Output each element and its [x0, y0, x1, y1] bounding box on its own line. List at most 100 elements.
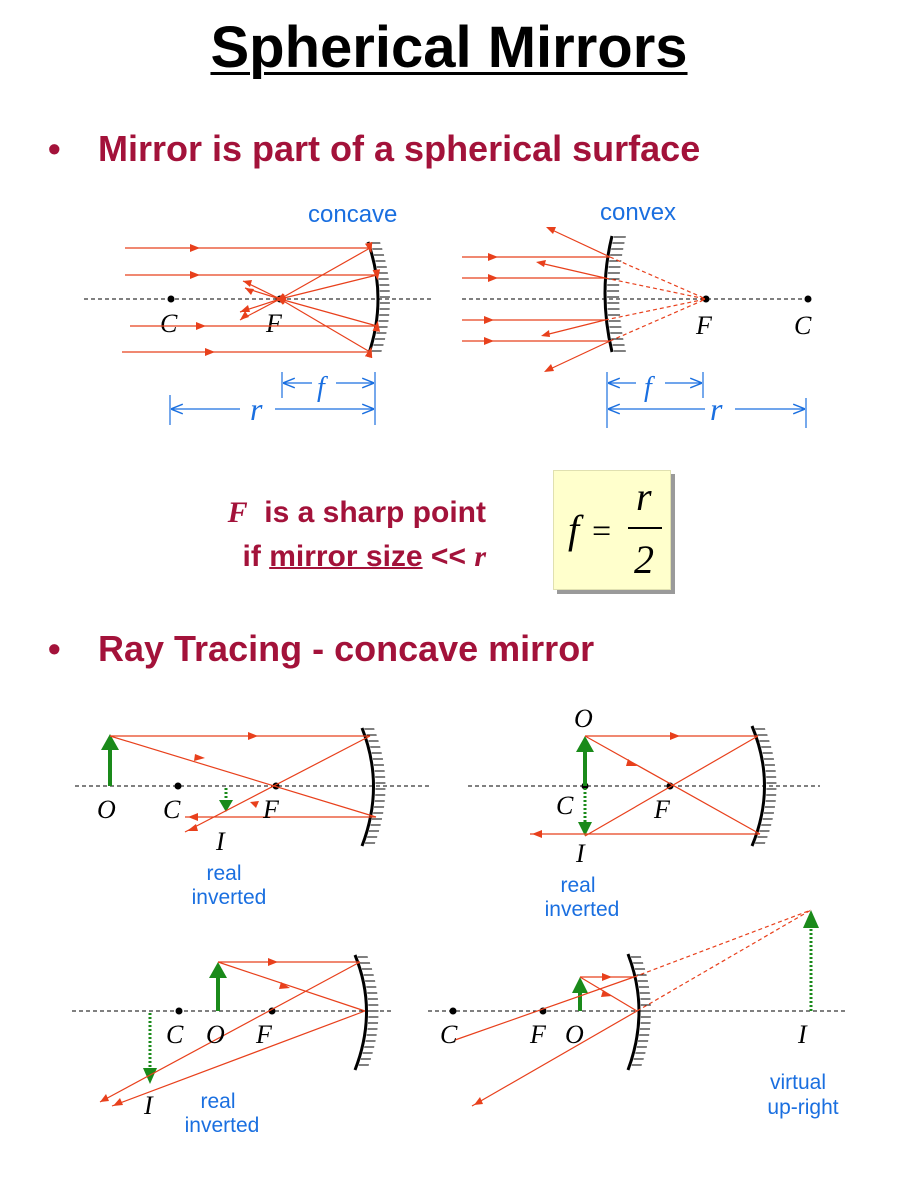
label-F: F	[653, 795, 671, 824]
label-C: C	[163, 795, 181, 824]
dim-r-label: r	[250, 391, 263, 427]
concave-mirror	[626, 953, 641, 1071]
formula-box	[553, 470, 671, 590]
bullet-text: Ray Tracing - concave mirror	[98, 628, 595, 669]
ray-arrowheads	[474, 973, 612, 1105]
caption-line2: inverted	[192, 886, 267, 909]
caption-line2: inverted	[185, 1114, 260, 1137]
note-r-label: r	[474, 540, 486, 573]
convex-label: convex	[600, 199, 676, 226]
ray-arrowheads	[190, 244, 254, 356]
label-C: C	[794, 311, 812, 340]
note-mirror-size: mirror size	[269, 540, 423, 573]
bullet-ray-tracing: • Ray Tracing - concave mirror	[48, 628, 594, 670]
formula-equals: =	[592, 513, 611, 550]
ray-diagram-object-at-C: O C F I real inverted	[468, 704, 820, 921]
page-title: Spherical Mirrors	[210, 15, 688, 80]
mirror-hatching	[357, 955, 379, 1070]
formula-denominator: 2	[634, 537, 654, 582]
image-arrowhead	[803, 910, 819, 928]
note-line1-text: is a sharp point	[264, 496, 486, 529]
caption-line2: up-right	[767, 1096, 838, 1119]
caption-line1: virtual	[770, 1071, 826, 1094]
image-arrowhead	[143, 1068, 157, 1084]
rays	[109, 735, 377, 833]
dimension-lines	[606, 372, 807, 428]
ray-diagram-object-inside-F: C F O I virtual up-right	[428, 909, 845, 1119]
virtual-rays	[604, 256, 707, 342]
label-C: C	[160, 309, 178, 338]
bullet-marker: •	[48, 628, 61, 669]
focal-point	[268, 1007, 276, 1015]
label-I: I	[143, 1091, 154, 1120]
label-F: F	[255, 1020, 273, 1049]
center-point	[175, 1007, 183, 1015]
label-F: F	[265, 309, 283, 338]
focal-point	[702, 295, 710, 303]
sharp-point-note-line2: if mirror size << r	[243, 540, 486, 574]
concave-label: concave	[308, 201, 397, 228]
label-F: F	[529, 1020, 547, 1049]
note-line2-mid: <<	[422, 540, 475, 573]
label-I: I	[797, 1020, 808, 1049]
object-arrowhead	[576, 736, 594, 752]
virtual-rays	[633, 909, 812, 1012]
caption-line1: real	[560, 874, 595, 897]
mirror-hatching	[607, 236, 626, 352]
caption-line1: real	[206, 862, 241, 885]
formula-numerator: r	[636, 474, 652, 519]
image-arrowhead	[578, 822, 592, 836]
caption-line1: real	[200, 1090, 235, 1113]
label-O: O	[574, 704, 593, 733]
ray-arrowheads	[187, 732, 259, 831]
object-arrowhead	[572, 977, 588, 993]
bullet-marker: •	[48, 128, 61, 169]
concave-mirror-diagram: concave C F f r	[84, 201, 432, 427]
concave-mirror	[360, 727, 375, 847]
convex-mirror-diagram: convex F C	[462, 199, 812, 428]
label-I: I	[575, 839, 586, 868]
convex-mirror	[603, 235, 614, 353]
mirror-hatching	[754, 726, 777, 846]
rays	[99, 961, 366, 1107]
label-O: O	[565, 1020, 584, 1049]
object-arrowhead	[209, 962, 227, 978]
sharp-point-note-line1: F is a sharp point	[228, 496, 486, 530]
center-point	[174, 782, 182, 790]
ray-arrowheads	[532, 732, 680, 838]
ray-arrowheads	[100, 958, 290, 1106]
note-line2-prefix: if	[242, 540, 270, 573]
center-point	[167, 295, 175, 303]
dimension-lines	[169, 372, 376, 425]
label-C: C	[556, 791, 574, 820]
center-point	[804, 295, 812, 303]
label-C: C	[440, 1020, 458, 1049]
dim-r-label: r	[710, 391, 723, 427]
mirror-hatching	[630, 954, 651, 1070]
label-I: I	[215, 827, 226, 856]
rays	[454, 976, 638, 1107]
label-F: F	[262, 795, 280, 824]
formula-f-equals-r-over-2: f = r 2	[568, 474, 662, 582]
bullet-text: Mirror is part of a spherical surface	[98, 128, 701, 169]
label-F: F	[695, 311, 713, 340]
image-arrowhead	[219, 800, 233, 812]
label-O: O	[97, 795, 116, 824]
ray-arrowheads	[484, 227, 556, 372]
ray-diagram-object-beyond-C: O C F I real inverted	[75, 727, 432, 909]
concave-mirror	[353, 954, 368, 1071]
mirror-hatching	[364, 728, 386, 846]
center-point	[449, 1007, 457, 1015]
ray-diagram-object-between-C-F: C O F I real inverted	[72, 954, 392, 1137]
object-arrowhead	[101, 734, 119, 750]
dim-f-label: f	[644, 372, 655, 403]
label-O: O	[206, 1020, 225, 1049]
caption-line2: inverted	[545, 898, 620, 921]
dim-f-label: f	[317, 372, 328, 403]
bullet-mirror-definition: • Mirror is part of a spherical surface	[48, 128, 700, 170]
formula-lhs: f	[568, 507, 584, 552]
label-C: C	[166, 1020, 184, 1049]
incident-rays	[122, 241, 381, 359]
note-F-label: F	[227, 496, 248, 529]
